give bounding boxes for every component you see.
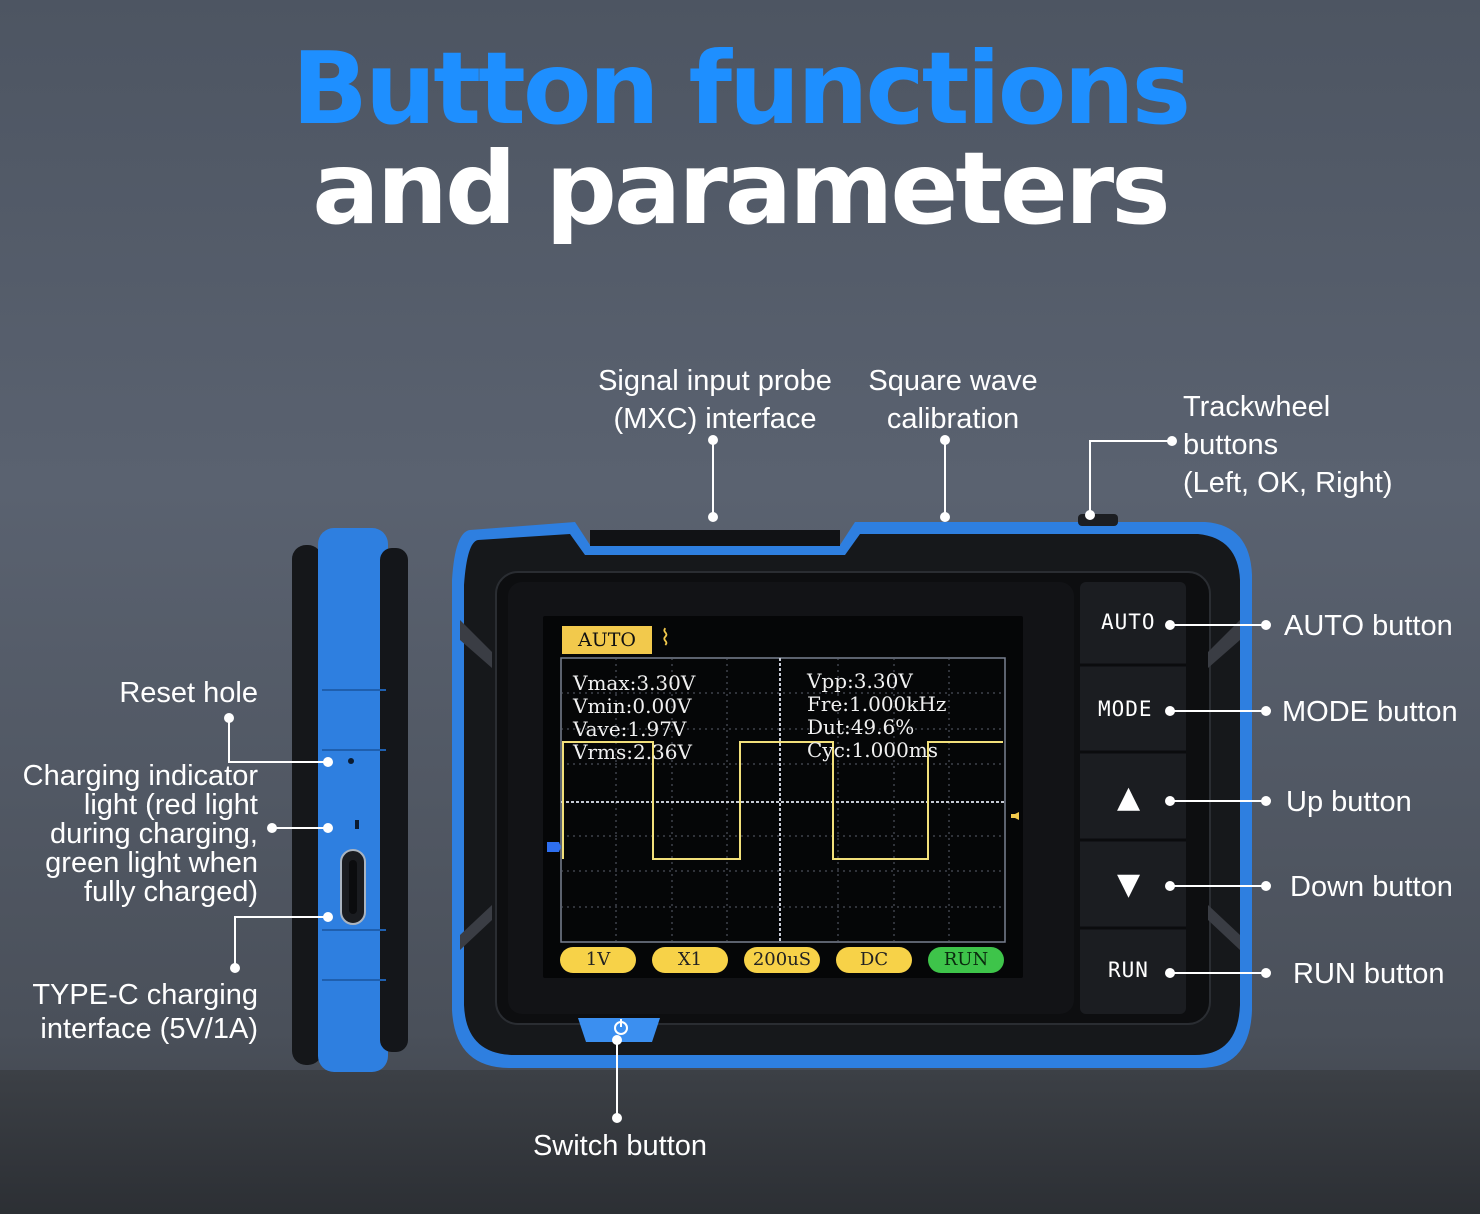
- page-title: Button functions: [291, 30, 1191, 147]
- triangle-up-icon[interactable]: ▲: [1117, 780, 1141, 815]
- label-auto-button: AUTO button: [1284, 610, 1453, 642]
- status-pill-volts: 1V: [560, 947, 636, 973]
- readout-cycle: Cyc:1.000ms: [807, 738, 939, 762]
- page-subtitle: and parameters: [312, 130, 1170, 247]
- mode-hw-button[interactable]: MODE: [1098, 697, 1153, 721]
- readout-vmin: Vmin:0.00V: [573, 694, 692, 718]
- device-side-view: [292, 528, 408, 1072]
- label-charging-light: Charging indicator light (red light duri…: [22, 760, 258, 908]
- callout-lines: [224, 435, 1271, 1123]
- label-mode-button: MODE button: [1282, 696, 1458, 728]
- label-signal-probe: Signal input probe (MXC) interface: [598, 365, 832, 435]
- label-run-button: RUN button: [1293, 958, 1445, 990]
- readout-duty: Dut:49.6%: [807, 715, 915, 739]
- mode-indicator: AUTO: [562, 626, 652, 654]
- readout-vrms: Vrms:2.36V: [573, 740, 692, 764]
- status-pill-run: RUN: [928, 947, 1004, 973]
- readout-vpp: Vpp:3.30V: [807, 669, 913, 693]
- status-pill-coupling: DC: [836, 947, 912, 973]
- floor-surface: [0, 1070, 1480, 1214]
- readout-vmax: Vmax:3.30V: [573, 671, 696, 695]
- label-trackwheel: Trackwheel buttons (Left, OK, Right): [1183, 391, 1393, 499]
- waveform-grid: [547, 657, 1019, 943]
- label-switch: Switch button: [532, 1130, 708, 1162]
- label-square-wave: Square wave calibration: [868, 365, 1038, 435]
- label-reset-hole: Reset hole: [119, 677, 258, 709]
- trigger-edge-icon: ⌇: [660, 626, 671, 651]
- right-readouts: Vpp:3.30V Fre:1.000kHz Dut:49.6% Cyc:1.0…: [807, 670, 946, 762]
- left-readouts: Vmax:3.30V Vmin:0.00V Vave:1.97V Vrms:2.…: [573, 672, 695, 764]
- triangle-down-icon[interactable]: ▼: [1117, 867, 1141, 902]
- label-up-button: Up button: [1286, 786, 1412, 818]
- auto-hw-button[interactable]: AUTO: [1101, 610, 1156, 634]
- label-type-c: TYPE-C charging interface (5V/1A): [32, 979, 258, 1045]
- readout-freq: Fre:1.000kHz: [807, 692, 947, 716]
- oscilloscope-screen: AUTO ⌇ Vmax:3.30V Vmin:0.00V Vave:1.97V …: [543, 616, 1023, 978]
- status-pill-probe: X1: [652, 947, 728, 973]
- label-down-button: Down button: [1290, 871, 1453, 903]
- readout-vave: Vave:1.97V: [573, 717, 687, 741]
- run-hw-button[interactable]: RUN: [1108, 958, 1149, 982]
- power-icon: [614, 1019, 628, 1035]
- status-pill-timebase: 200uS: [744, 947, 820, 973]
